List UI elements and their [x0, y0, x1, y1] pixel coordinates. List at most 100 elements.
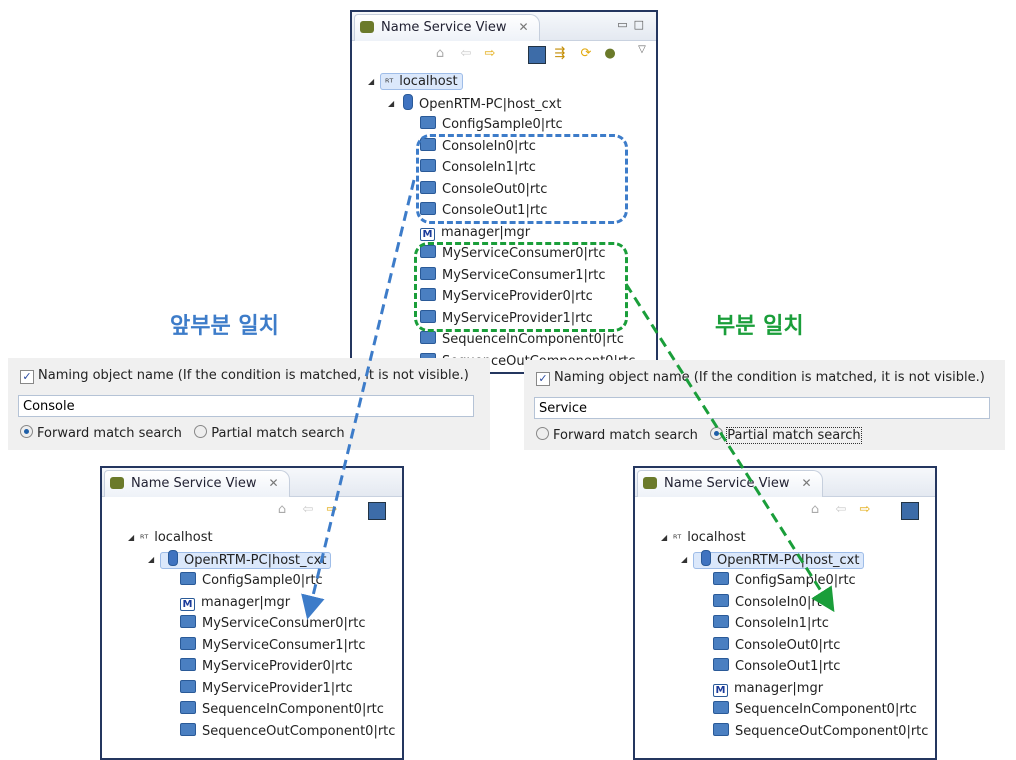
tree-item[interactable]: ConsoleOut1|rtc — [420, 201, 547, 221]
partial-match-radio[interactable]: Partial match search — [194, 425, 345, 441]
tree-item-label: MyServiceProvider1|rtc — [442, 310, 593, 326]
back-icon[interactable]: ⇦ — [460, 46, 472, 61]
tree-item[interactable]: ConfigSample0|rtc — [420, 115, 563, 135]
tab-name-service-view[interactable]: Name Service View✕ — [354, 14, 540, 41]
tree-item-label: MyServiceConsumer0|rtc — [442, 246, 606, 261]
tree-item[interactable]: ◢OpenRTM-PC|host_cxt — [388, 93, 561, 114]
naming-object-name-checkbox[interactable]: ✓Naming object name (If the condition is… — [20, 368, 469, 384]
checkbox-label: Naming object name (If the condition is … — [554, 370, 985, 385]
expand-triangle-icon[interactable]: ◢ — [148, 554, 155, 564]
close-icon[interactable]: ✕ — [268, 476, 279, 490]
tree-item-label: ConfigSample0|rtc — [442, 117, 563, 132]
tree-item-content: ConfigSample0|rtc — [420, 116, 563, 132]
tree-item[interactable]: ConsoleOut1|rtc — [713, 657, 840, 677]
naming-object-name-checkbox[interactable]: ✓Naming object name (If the condition is… — [536, 370, 985, 386]
close-icon[interactable]: ✕ — [801, 476, 812, 490]
tree-item-label: MyServiceProvider0|rtc — [442, 289, 593, 304]
component-icon — [420, 159, 436, 172]
filter-text-input[interactable] — [534, 397, 990, 419]
home-icon[interactable]: ⌂ — [277, 502, 287, 517]
expand-triangle-icon[interactable]: ◢ — [681, 554, 688, 564]
view-tabbar: Name Service View✕ ▭□ — [352, 12, 656, 41]
expand-triangle-icon[interactable]: ◢ — [368, 77, 375, 86]
component-icon — [420, 116, 436, 129]
partial-match-radio[interactable]: Partial match search — [710, 427, 862, 444]
link-icon[interactable]: ⇶ — [554, 46, 566, 61]
forward-icon[interactable]: ⇨ — [484, 46, 496, 61]
tree-item[interactable]: MyServiceProvider0|rtc — [180, 657, 353, 677]
tree-item-content: SequenceOutComponent0|rtc — [713, 722, 928, 739]
component-icon — [420, 288, 436, 301]
tree-item[interactable]: SequenceOutComponent0|rtc — [713, 722, 928, 742]
tree-item[interactable]: ConsoleIn0|rtc — [713, 593, 829, 613]
tree-item[interactable]: ConsoleIn1|rtc — [713, 614, 829, 634]
close-icon[interactable]: ✕ — [518, 20, 529, 34]
filter-icon[interactable] — [901, 502, 919, 520]
view-menu-icon[interactable]: ▽ — [638, 44, 646, 55]
tree-item-content: OpenRTM-PC|host_cxt — [693, 549, 865, 569]
back-icon[interactable]: ⇦ — [302, 502, 314, 517]
tree-item-label: ConsoleIn0|rtc — [442, 138, 536, 154]
filter-icon[interactable] — [368, 502, 386, 520]
component-icon — [180, 701, 196, 714]
tree-item[interactable]: MyServiceProvider0|rtc — [420, 287, 593, 307]
tab-name-service-view[interactable]: Name Service View✕ — [104, 470, 290, 497]
tree-item[interactable]: ◢OpenRTM-PC|host_cxt — [148, 549, 332, 570]
filter-panel-partial: ✓Naming object name (If the condition is… — [524, 360, 1005, 450]
tree-item[interactable]: MyServiceConsumer1|rtc — [180, 636, 365, 656]
component-icon — [713, 572, 729, 585]
forward-match-radio[interactable]: Forward match search — [536, 427, 698, 443]
tree-item[interactable]: ConsoleIn1|rtc — [420, 158, 536, 178]
filter-icon[interactable] — [528, 46, 546, 64]
plug-icon — [360, 21, 374, 33]
tree-item-content: ConfigSample0|rtc — [180, 572, 323, 588]
component-icon — [180, 636, 196, 650]
home-icon[interactable]: ⌂ — [435, 46, 445, 61]
minimize-icon[interactable]: ▭ — [617, 18, 634, 31]
tree-item-content: MyServiceConsumer1|rtc — [420, 266, 605, 283]
partial-match-caption: 부분 일치 — [715, 314, 804, 339]
back-icon[interactable]: ⇦ — [835, 502, 847, 517]
maximize-icon[interactable]: □ — [633, 18, 650, 31]
tree-item[interactable]: ◢ OpenRTM-PC|host_cxt — [681, 549, 865, 570]
plug-icon — [643, 477, 657, 489]
tree-item[interactable]: ConfigSample0|rtc — [713, 571, 856, 591]
rt-icon: ᴿᵀ — [673, 534, 682, 545]
tree-item-label: MyServiceProvider0|rtc — [202, 659, 353, 674]
component-icon — [420, 180, 436, 194]
tree-item[interactable]: ConsoleOut0|rtc — [713, 636, 840, 656]
expand-triangle-icon[interactable]: ◢ — [388, 98, 395, 108]
tree-item-content: ConsoleIn1|rtc — [420, 159, 536, 175]
forward-icon[interactable]: ⇨ — [859, 502, 871, 517]
tree-item[interactable]: MyServiceProvider1|rtc — [180, 679, 353, 699]
tree-item-label: localhost — [154, 530, 213, 545]
tree-item[interactable]: ConfigSample0|rtc — [180, 571, 323, 591]
plug-icon[interactable]: ● — [604, 46, 616, 61]
tree-item-label: MyServiceConsumer1|rtc — [202, 637, 366, 653]
forward-icon[interactable]: ⇨ — [326, 502, 338, 517]
forward-match-radio[interactable]: Forward match search — [20, 425, 182, 441]
tree-item[interactable]: SequenceOutComponent0|rtc — [180, 722, 395, 742]
tree-item[interactable]: MyServiceConsumer0|rtc — [180, 614, 365, 634]
tree-item[interactable]: ConsoleOut0|rtc — [420, 180, 547, 200]
tree-item[interactable]: MyServiceConsumer1|rtc — [420, 266, 605, 286]
tree-item-content: SequenceInComponent0|rtc — [180, 701, 384, 717]
refresh-icon[interactable]: ⟳ — [580, 46, 592, 61]
tree-item[interactable]: SequenceInComponent0|rtc — [713, 700, 917, 720]
expand-triangle-icon[interactable]: ◢ — [128, 533, 135, 542]
expand-triangle-icon[interactable]: ◢ — [661, 533, 668, 542]
tree-item-label: OpenRTM-PC|host_cxt — [717, 552, 860, 568]
tab-name-service-view[interactable]: Name Service View✕ — [637, 470, 823, 497]
tree-item-label: SequenceInComponent0|rtc — [735, 702, 917, 717]
tree-item[interactable]: SequenceInComponent0|rtc — [180, 700, 384, 720]
home-icon[interactable]: ⌂ — [810, 502, 820, 517]
